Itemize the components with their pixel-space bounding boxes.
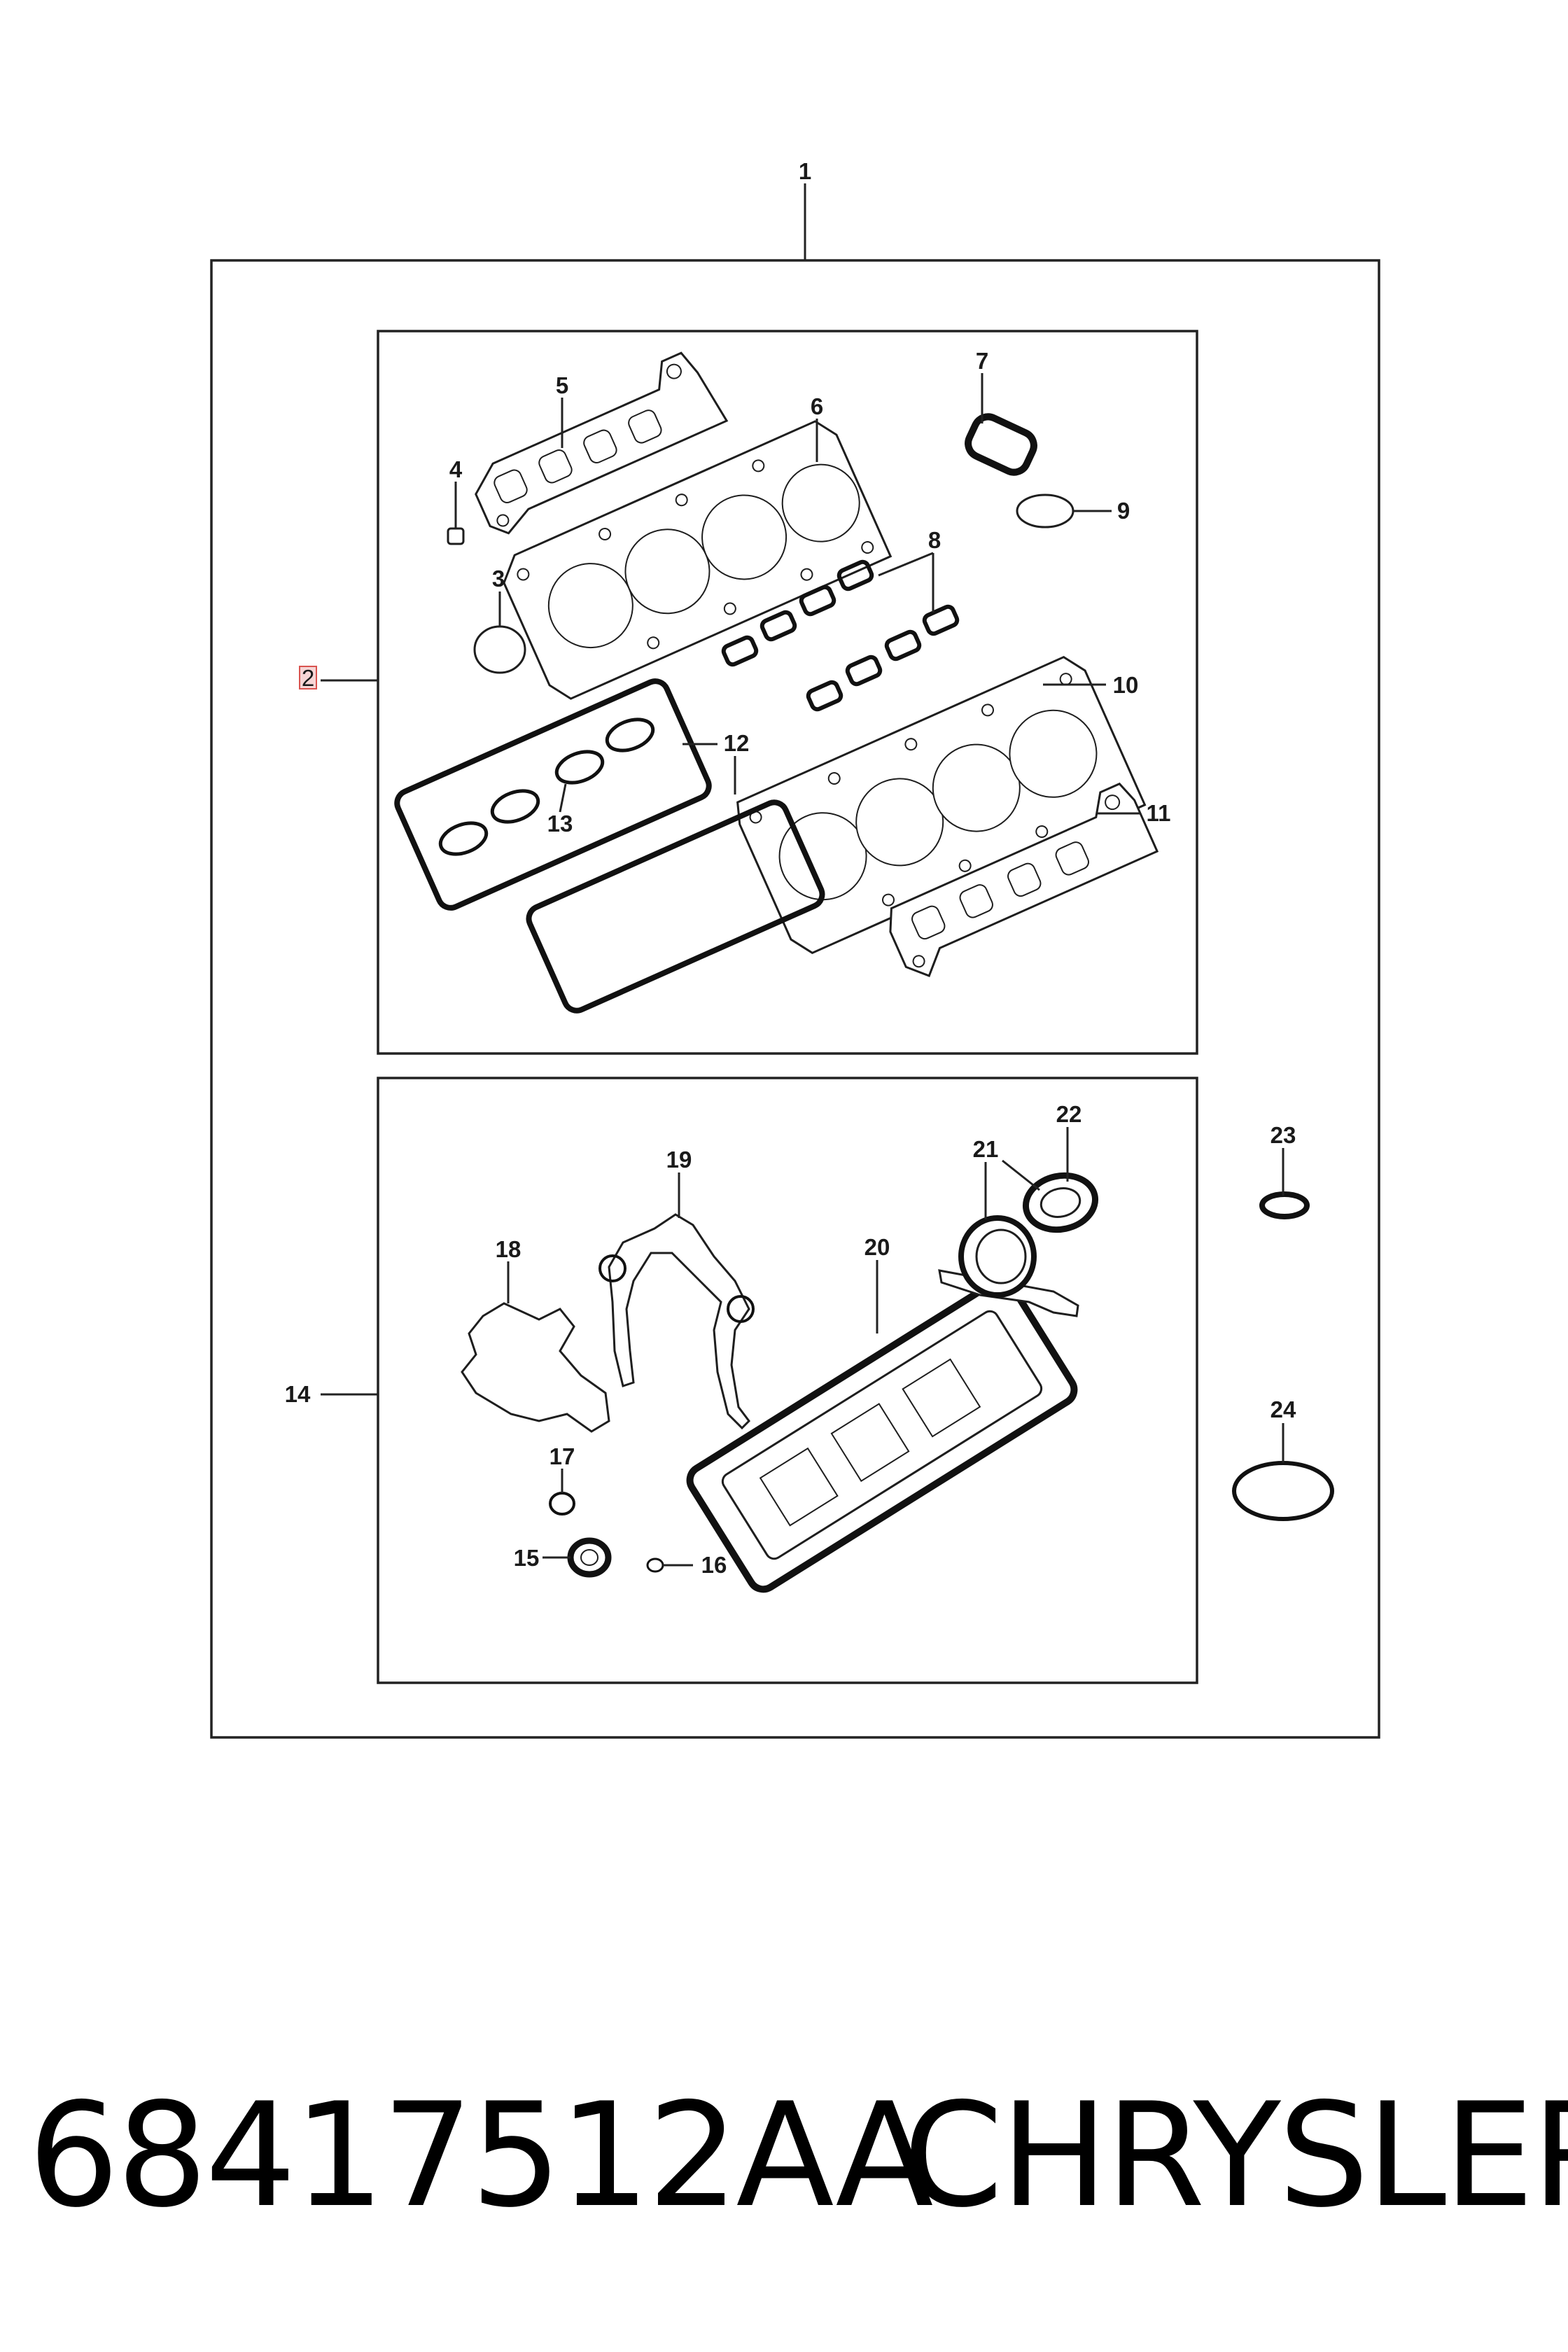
o-ring-16 xyxy=(646,1558,664,1573)
o-ring-24 xyxy=(1232,1461,1334,1521)
callout-19: 19 xyxy=(666,1147,692,1172)
lower-subkit-frame xyxy=(377,1077,1198,1684)
o-ring-3 xyxy=(473,625,526,674)
callout-1: 1 xyxy=(799,158,811,184)
rear-main-seal xyxy=(1022,1172,1099,1233)
front-crank-seal xyxy=(567,1537,612,1578)
callout-11: 11 xyxy=(1147,800,1171,826)
thermostat-housing-gasket xyxy=(965,413,1037,476)
rear-main-seal-retainer xyxy=(938,1215,1079,1317)
timing-cover-gasket xyxy=(608,1213,750,1430)
callout-18: 18 xyxy=(496,1236,522,1262)
callout-20: 20 xyxy=(864,1234,890,1260)
callout-3: 3 xyxy=(492,566,505,592)
cylinder-head-gasket-left xyxy=(503,420,892,700)
callout-10: 10 xyxy=(1113,672,1139,698)
callout-4: 4 xyxy=(449,456,463,482)
callout-12: 12 xyxy=(724,730,750,756)
callout-9: 9 xyxy=(1117,498,1130,524)
brand-name: CHRYSLER xyxy=(903,2073,1568,2239)
o-ring-17 xyxy=(549,1492,575,1516)
leader-lines xyxy=(321,183,1284,1567)
callout-labels: 1 2 3 4 5 6 7 8 9 10 11 12 13 14 15 16 1… xyxy=(285,158,1296,1578)
callout-8: 8 xyxy=(928,527,941,553)
callout-16: 16 xyxy=(701,1552,727,1578)
timing-cover-ring-left xyxy=(598,1254,626,1282)
callout-14: 14 xyxy=(285,1381,311,1407)
callout-21: 21 xyxy=(973,1136,999,1162)
outer-frame xyxy=(210,259,1380,1739)
callout-2: 2 xyxy=(302,665,314,691)
upper-subkit-frame xyxy=(377,330,1198,1055)
callout-2-highlight xyxy=(299,666,317,690)
callout-15: 15 xyxy=(514,1545,540,1571)
timing-cover-ring-right xyxy=(727,1295,755,1323)
callout-17: 17 xyxy=(550,1443,575,1469)
spark-plug-tube-seals xyxy=(438,718,655,856)
valve-cover-gasket-right xyxy=(526,799,825,1014)
plug xyxy=(447,527,465,545)
water-pump-gasket xyxy=(461,1302,610,1433)
exhaust-manifold-gasket-right xyxy=(889,782,1159,977)
o-ring-9 xyxy=(1016,493,1074,528)
part-number: 68417512AA xyxy=(28,2073,934,2239)
callout-5: 5 xyxy=(556,372,568,398)
exhaust-manifold-gasket-left xyxy=(475,351,729,535)
callout-23: 23 xyxy=(1270,1122,1296,1148)
callout-24: 24 xyxy=(1270,1396,1296,1422)
cylinder-head-gasket-right xyxy=(736,655,1147,955)
callout-7: 7 xyxy=(976,348,988,374)
callout-13: 13 xyxy=(547,811,573,836)
seal-ring-23 xyxy=(1259,1191,1310,1219)
intake-port-seals xyxy=(721,559,960,712)
callout-6: 6 xyxy=(811,393,823,419)
valve-cover-gasket-left xyxy=(394,678,712,911)
oil-pan-gasket xyxy=(686,1277,1078,1593)
callout-22: 22 xyxy=(1056,1101,1082,1127)
